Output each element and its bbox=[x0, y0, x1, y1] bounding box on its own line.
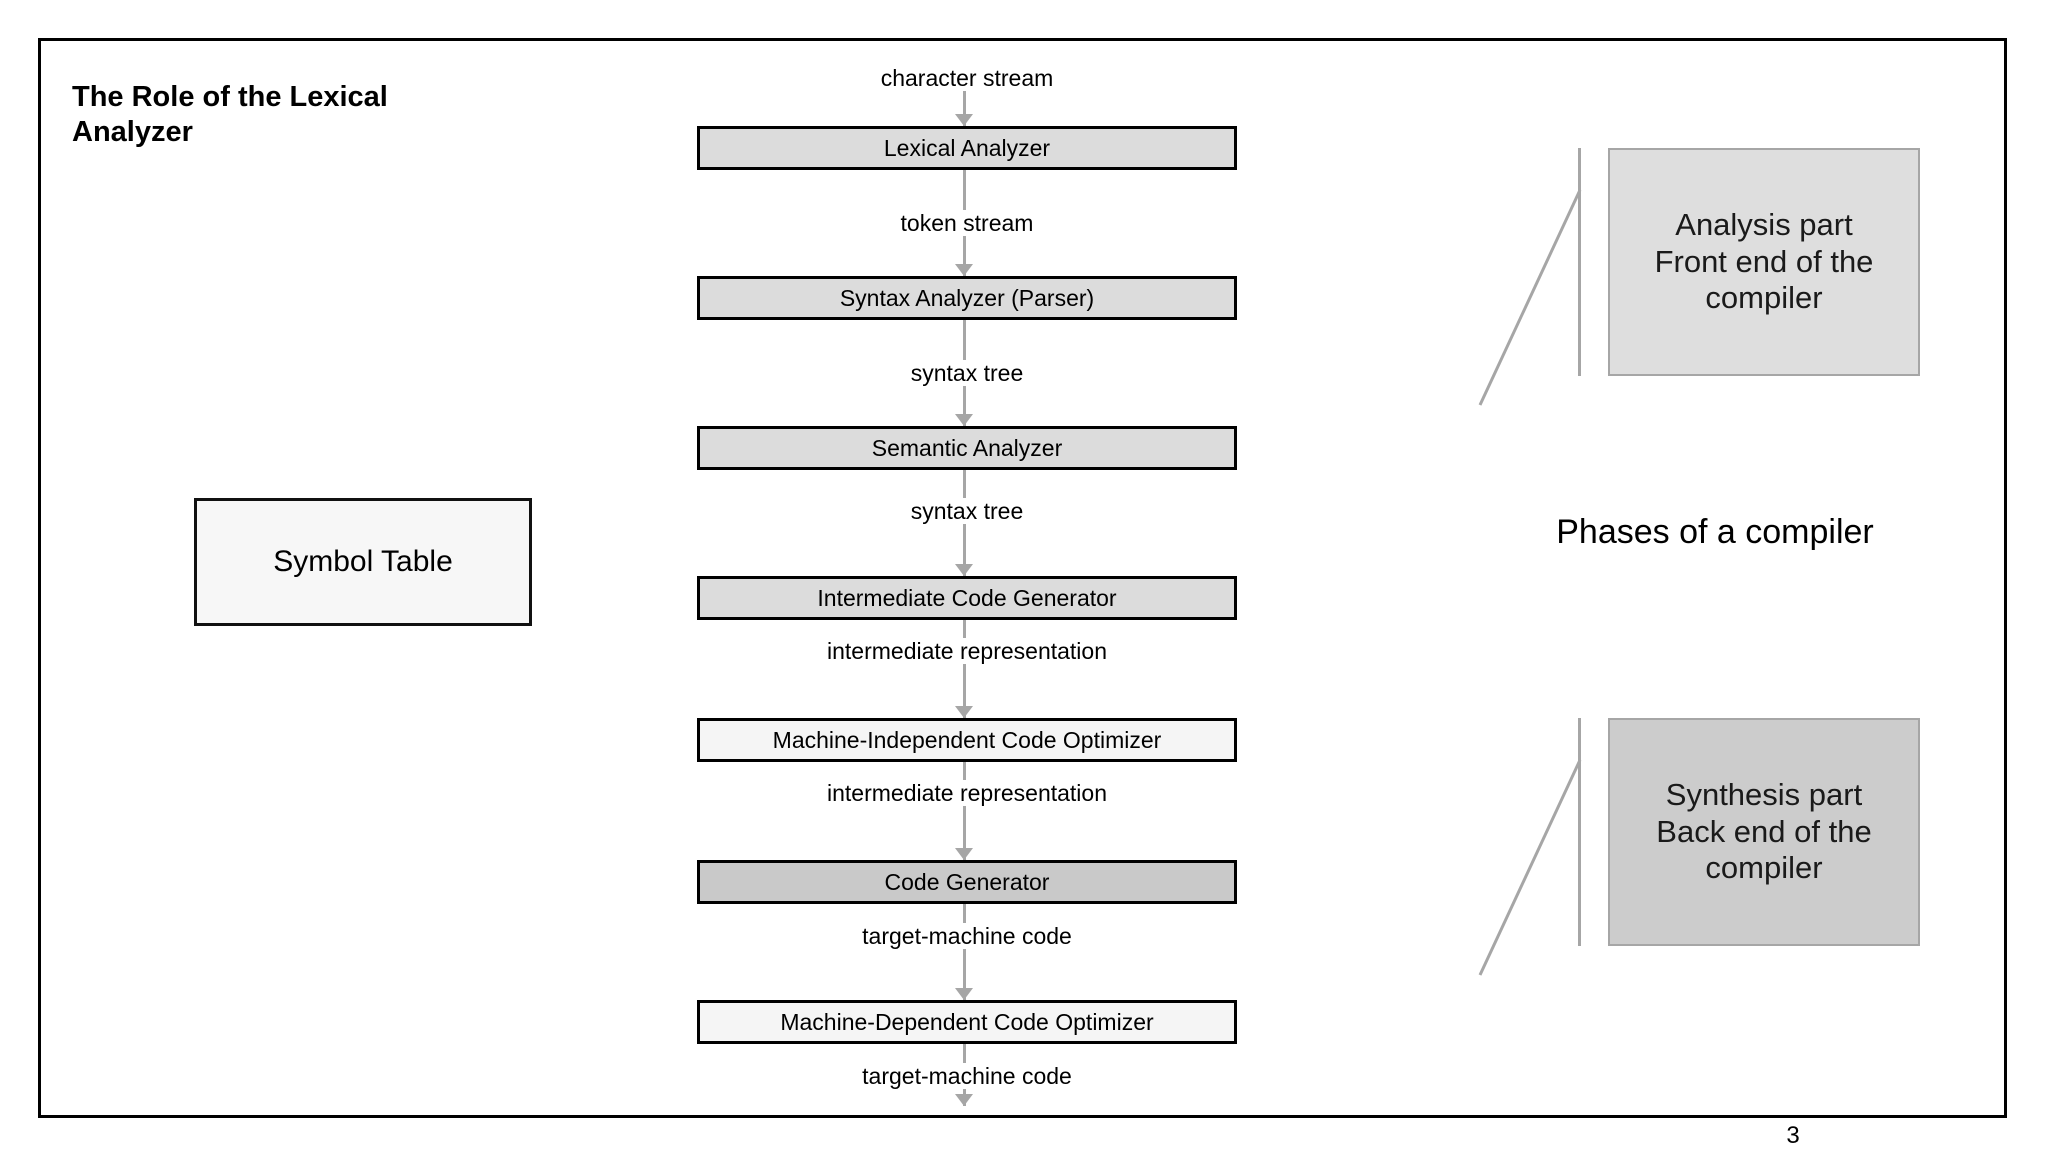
pipeline-edge-label-text: intermediate representation bbox=[820, 780, 1114, 806]
note-analysis-part: Analysis part Front end of the compiler bbox=[1608, 148, 1920, 376]
pipeline-stage-box: Machine-Dependent Code Optimizer bbox=[697, 1000, 1237, 1044]
slide-frame bbox=[38, 38, 2007, 1118]
pipeline-arrowhead bbox=[955, 988, 973, 1000]
pipeline-edge-label: intermediate representation bbox=[557, 780, 1377, 806]
synthesis-bracket-line bbox=[1578, 718, 1581, 946]
synthesis-leader-line bbox=[1478, 759, 1582, 976]
pipeline-edge-label: intermediate representation bbox=[557, 638, 1377, 664]
page-number: 3 bbox=[1786, 1122, 1800, 1149]
pipeline-stage-label: Syntax Analyzer (Parser) bbox=[839, 284, 1095, 311]
pipeline-stage-label: Intermediate Code Generator bbox=[817, 584, 1117, 611]
pipeline-edge-label-text: target-machine code bbox=[855, 1063, 1079, 1089]
pipeline-connector bbox=[963, 620, 966, 718]
pipeline-stage-box: Code Generator bbox=[697, 860, 1237, 904]
pipeline-arrowhead bbox=[955, 848, 973, 860]
page-title: The Role of the Lexical Analyzer bbox=[72, 81, 388, 149]
pipeline-stage-label: Lexical Analyzer bbox=[883, 134, 1051, 161]
pipeline-edge-label: character stream bbox=[557, 65, 1377, 91]
pipeline-edge-label-text: token stream bbox=[893, 210, 1041, 236]
pipeline-stage-label: Machine-Dependent Code Optimizer bbox=[780, 1008, 1154, 1035]
pipeline-edge-label: token stream bbox=[557, 210, 1377, 236]
pipeline-arrowhead bbox=[955, 264, 973, 276]
pipeline-edge-label: syntax tree bbox=[557, 360, 1377, 386]
pipeline-edge-label-text: syntax tree bbox=[903, 360, 1031, 386]
symbol-table-label: Symbol Table bbox=[273, 545, 453, 578]
pipeline-stage-box: Machine-Independent Code Optimizer bbox=[697, 718, 1237, 762]
pipeline-edge-label: target-machine code bbox=[557, 923, 1377, 949]
pipeline-edge-label-text: character stream bbox=[873, 65, 1061, 91]
pipeline-stage-box: Syntax Analyzer (Parser) bbox=[697, 276, 1237, 320]
pipeline-stage-box: Lexical Analyzer bbox=[697, 126, 1237, 170]
pipeline-edge-label: target-machine code bbox=[557, 1063, 1377, 1089]
pipeline-connector bbox=[963, 76, 966, 126]
pipeline-arrowhead bbox=[955, 564, 973, 576]
pipeline-edge-label-text: syntax tree bbox=[903, 498, 1031, 524]
pipeline-stage-label: Semantic Analyzer bbox=[871, 434, 1063, 461]
note-analysis-text: Analysis part Front end of the compiler bbox=[1654, 207, 1874, 316]
pipeline-edge-label: syntax tree bbox=[557, 498, 1377, 524]
pipeline-stage-box: Semantic Analyzer bbox=[697, 426, 1237, 470]
pipeline-stage-label: Code Generator bbox=[884, 868, 1050, 895]
note-synthesis-part: Synthesis part Back end of the compiler bbox=[1608, 718, 1920, 946]
pipeline-stage-label: Machine-Independent Code Optimizer bbox=[772, 726, 1162, 753]
pipeline-arrowhead bbox=[955, 1094, 973, 1106]
pipeline-arrowhead bbox=[955, 414, 973, 426]
pipeline-edge-label-text: target-machine code bbox=[855, 923, 1079, 949]
pipeline-connector bbox=[963, 904, 966, 1000]
analysis-bracket-line bbox=[1578, 148, 1581, 376]
pipeline-stage-box: Intermediate Code Generator bbox=[697, 576, 1237, 620]
analysis-leader-line bbox=[1478, 189, 1582, 406]
phases-of-compiler-caption: Phases of a compiler bbox=[1556, 513, 1874, 551]
pipeline-arrowhead bbox=[955, 706, 973, 718]
pipeline-arrowhead bbox=[955, 114, 973, 126]
symbol-table-box: Symbol Table bbox=[194, 498, 532, 626]
pipeline-edge-label-text: intermediate representation bbox=[820, 638, 1114, 664]
pipeline-connector bbox=[963, 762, 966, 860]
note-synthesis-text: Synthesis part Back end of the compiler bbox=[1656, 777, 1872, 886]
